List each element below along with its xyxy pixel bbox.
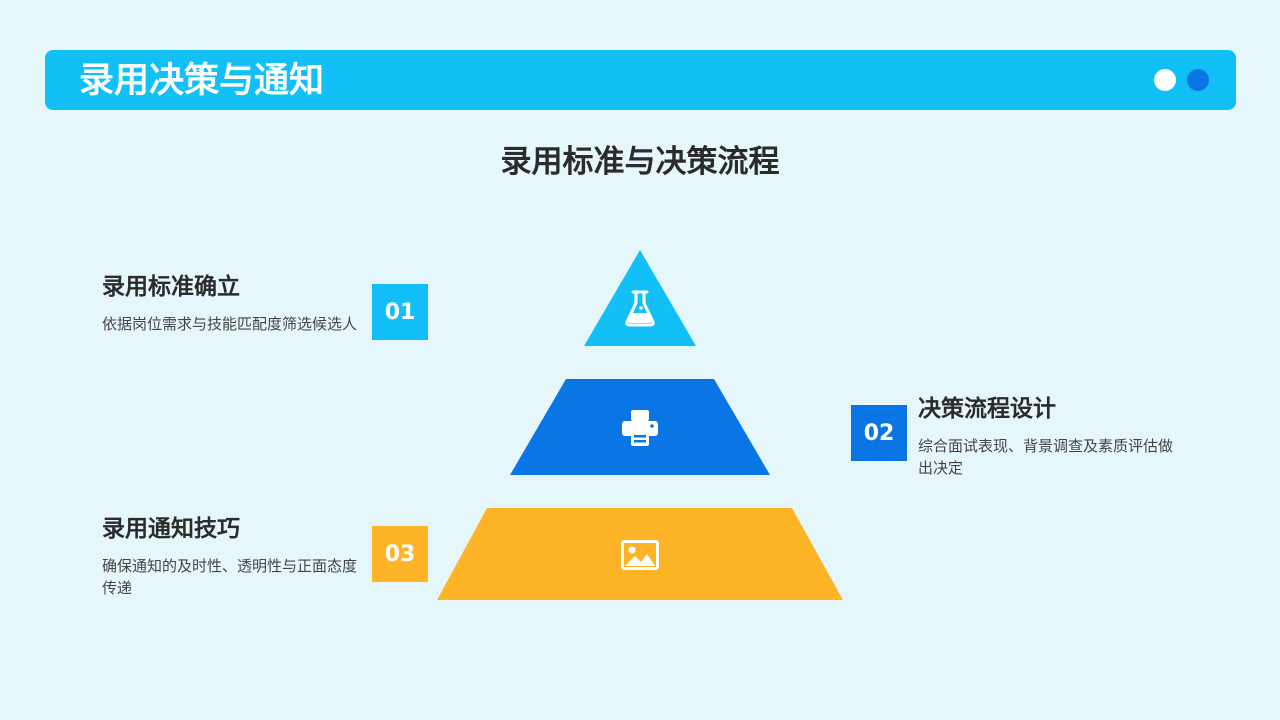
printer-icon (622, 410, 658, 446)
decorative-dot-light (1154, 69, 1176, 91)
level-3-title: 录用通知技巧 (102, 516, 240, 542)
level-1-text: 录用标准确立 依据岗位需求与技能匹配度筛选候选人 (102, 271, 364, 335)
level-2-text: 决策流程设计 综合面试表现、背景调查及素质评估做出决定 (918, 393, 1180, 479)
level-1-title: 录用标准确立 (102, 274, 240, 300)
header-bar: 录用决策与通知 (45, 50, 1236, 110)
level-3-description: 确保通知的及时性、透明性与正面态度传递 (102, 557, 358, 597)
level-badge-03: 03 (372, 526, 428, 582)
pyramid-level-1 (584, 250, 696, 346)
level-badge-01: 01 (372, 284, 428, 340)
section-subtitle: 录用标准与决策流程 (500, 144, 780, 180)
image-icon (621, 540, 659, 570)
level-2-title: 决策流程设计 (918, 396, 1056, 422)
level-1-description: 依据岗位需求与技能匹配度筛选候选人 (102, 315, 358, 333)
flask-icon (625, 290, 655, 327)
level-2-description: 综合面试表现、背景调查及素质评估做出决定 (918, 437, 1174, 477)
pyramid-level-3 (437, 508, 843, 600)
page-title: 录用决策与通知 (79, 61, 325, 101)
level-3-text: 录用通知技巧 确保通知的及时性、透明性与正面态度传递 (102, 513, 364, 599)
decorative-dot-dark (1187, 69, 1209, 91)
level-badge-02: 02 (851, 405, 907, 461)
